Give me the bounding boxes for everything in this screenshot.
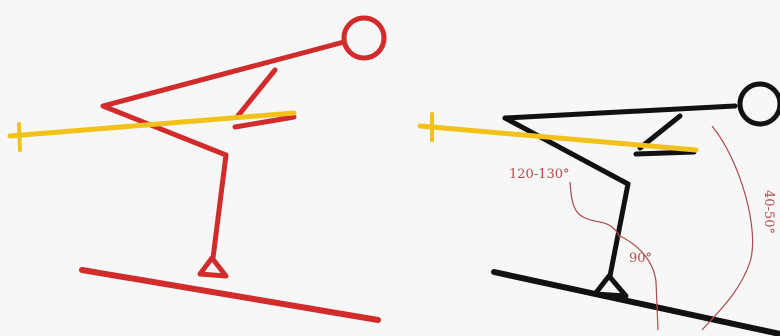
right-upper-arm bbox=[637, 113, 683, 151]
right-ski bbox=[491, 269, 780, 336]
left-forearm bbox=[232, 114, 297, 130]
right-head-circle bbox=[737, 81, 780, 127]
left-head-circle bbox=[341, 15, 387, 61]
torso-angle-label: 40-50° bbox=[761, 190, 776, 234]
torso-angle-arc bbox=[701, 125, 754, 331]
right-forearm bbox=[633, 149, 697, 157]
left-ski bbox=[79, 267, 381, 323]
right-torso bbox=[502, 103, 738, 121]
left-torso bbox=[100, 39, 347, 109]
left-skier-figure bbox=[7, 15, 387, 323]
left-lower-leg bbox=[210, 152, 229, 261]
right-ski-pole bbox=[417, 123, 699, 153]
knee-angle-label: 90° bbox=[629, 251, 652, 266]
left-thigh bbox=[100, 103, 229, 158]
right-lower-leg bbox=[607, 181, 631, 279]
left-pole-basket bbox=[17, 122, 22, 152]
right-thigh bbox=[502, 115, 631, 187]
right-skier-figure: 120-130° 90° 40-50° bbox=[417, 81, 780, 336]
left-binding-triangle bbox=[197, 255, 229, 279]
knee-angle-arc bbox=[619, 235, 659, 331]
right-binding-triangle bbox=[592, 273, 629, 299]
hip-angle-label: 120-130° bbox=[509, 167, 570, 182]
hip-angle-arc bbox=[569, 181, 621, 239]
left-ski-pole bbox=[7, 110, 297, 139]
left-upper-arm bbox=[234, 67, 278, 120]
